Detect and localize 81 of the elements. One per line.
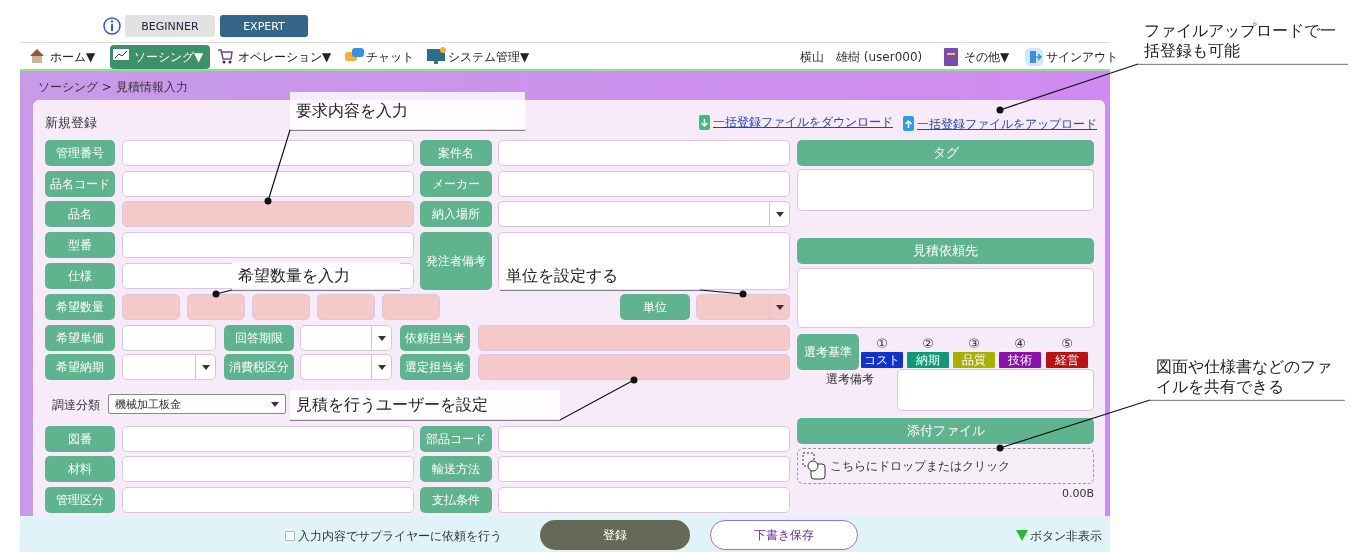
callout-text: 見積を行うユーザーを設定 xyxy=(290,390,560,420)
field-label: 仕様 xyxy=(45,263,115,289)
field-label: 品名コード xyxy=(45,171,115,197)
field-label: 品名 xyxy=(45,201,115,227)
field-label: 部品コード xyxy=(420,426,492,452)
field-label: 選考基準 xyxy=(797,334,859,370)
menu-link: システム管理▼ xyxy=(424,46,540,68)
menu-link: オペレーション▼ xyxy=(214,46,338,68)
input-field xyxy=(187,294,245,320)
field-label: 図番 xyxy=(45,426,115,452)
file-size: 0.00B xyxy=(1060,486,1094,500)
leader-line xyxy=(212,289,401,298)
input-field xyxy=(382,294,440,320)
field-label: 納入場所 xyxy=(420,201,492,227)
section-header: 見積依頼先 xyxy=(797,238,1094,264)
criteria-tag: 経営 xyxy=(1046,352,1088,368)
field-label: 希望単価 xyxy=(45,325,115,351)
upload-link: 一括登録ファイルをアップロード xyxy=(900,110,1100,132)
leader-line xyxy=(996,63,1349,114)
menu-link: ホーム▼ xyxy=(26,46,106,68)
field-label: 回答期限 xyxy=(224,325,294,351)
breadcrumb: ソーシング > 見積情報入力 xyxy=(38,78,189,96)
section-header: タグ xyxy=(797,140,1094,166)
input-field xyxy=(478,354,790,380)
level-button: EXPERT xyxy=(220,15,308,37)
register-button: 登録 xyxy=(540,520,690,550)
input-field xyxy=(252,294,310,320)
text-area xyxy=(797,169,1094,211)
field-label: 発注者備考 xyxy=(420,232,492,290)
field-label: 消費税区分 xyxy=(224,354,294,380)
criteria-number: ① xyxy=(875,336,889,350)
leader-line xyxy=(264,129,526,205)
field-label: 選定担当者 xyxy=(400,354,470,380)
criteria-tag: 納期 xyxy=(907,352,949,368)
leader-line xyxy=(996,399,1346,452)
field-caption: 選考備考 xyxy=(826,372,875,386)
field-label: 型番 xyxy=(45,232,115,258)
level-button: BEGINNER xyxy=(125,15,215,37)
field-label: 支払条件 xyxy=(420,487,492,513)
criteria-number: ④ xyxy=(1013,336,1027,350)
field-label: 希望納期 xyxy=(45,354,115,380)
sign-out-link: サインアウト xyxy=(1022,44,1114,70)
save-draft-button: 下書き保存 xyxy=(710,520,858,550)
field-label: 希望数量 xyxy=(45,294,115,320)
select-field xyxy=(696,294,790,320)
input-field xyxy=(122,294,180,320)
menu-link: その他▼ xyxy=(940,44,1020,70)
field-caption: 調達分類 xyxy=(52,398,101,412)
section-header: 添付ファイル xyxy=(797,418,1094,444)
toggle-link: ボタン非表示 xyxy=(1030,527,1103,545)
criteria-tag: コスト xyxy=(861,352,903,368)
text-area xyxy=(897,369,1094,411)
input-field xyxy=(122,201,414,227)
criteria-number: ③ xyxy=(967,336,981,350)
leader-line xyxy=(499,289,747,298)
checkbox-label: 入力内容でサプライヤーに依頼を行う xyxy=(298,527,503,545)
criteria-tag: 品質 xyxy=(953,352,995,368)
input-field xyxy=(317,294,375,320)
text-area xyxy=(797,268,1094,328)
callout-text: 希望数量を入力 xyxy=(232,262,400,290)
menu-button: ソーシング▼ xyxy=(110,45,210,69)
field-label: 案件名 xyxy=(420,140,492,166)
menu-link: チャット xyxy=(342,46,420,68)
drop-zone: こちらにドロップまたはクリック xyxy=(797,448,1094,484)
callout-text: 要求内容を入力 xyxy=(290,92,525,130)
field-label: 管理番号 xyxy=(45,140,115,166)
dropdown: 機械加工板金 xyxy=(108,394,286,414)
criteria-number: ② xyxy=(921,336,935,350)
field-label: 依頼担当者 xyxy=(400,325,470,351)
field-label: 単位 xyxy=(620,294,690,320)
user-name: 横山 雄樹 (user000) xyxy=(800,49,924,65)
field-label: 材料 xyxy=(45,456,115,482)
leader-line xyxy=(289,376,638,421)
field-label: メーカー xyxy=(420,171,492,197)
section-title: 新規登録 xyxy=(45,114,98,132)
criteria-tag: 技術 xyxy=(999,352,1041,368)
input-field xyxy=(478,325,790,351)
criteria-number: ⑤ xyxy=(1060,336,1074,350)
download-link: 一括登録ファイルをダウンロード xyxy=(696,113,898,131)
field-label: 管理区分 xyxy=(45,487,115,513)
field-label: 輸送方法 xyxy=(420,456,492,482)
